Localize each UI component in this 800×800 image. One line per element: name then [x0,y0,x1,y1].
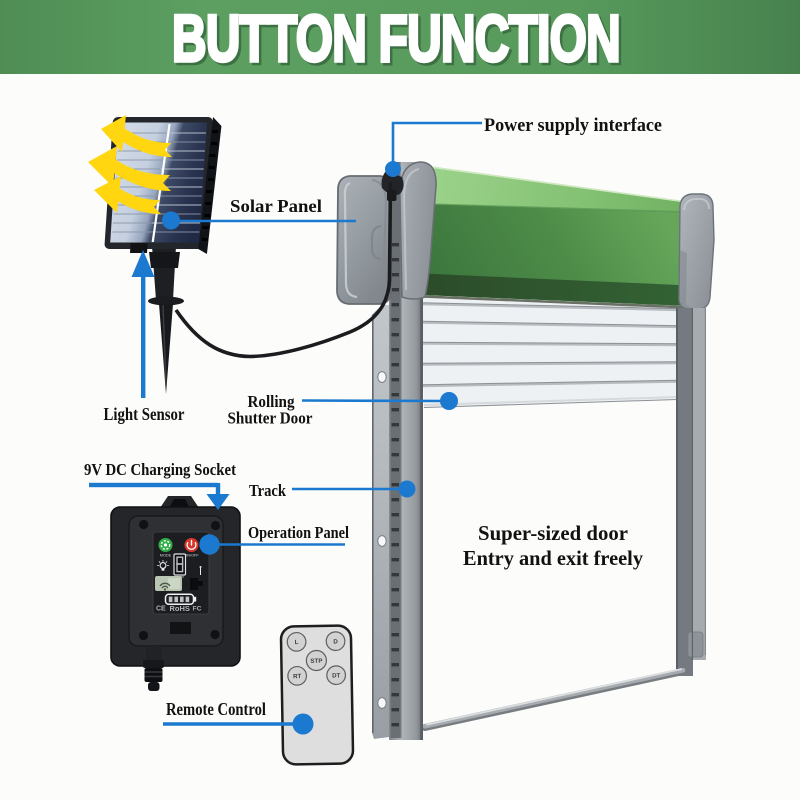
svg-text:CE: CE [156,606,166,613]
svg-text:L: L [295,639,299,646]
svg-text:Power supply interface: Power supply interface [484,116,662,136]
svg-text:MODE: MODE [160,554,172,558]
svg-text:D: D [333,638,338,645]
svg-text:Entry and exit freely: Entry and exit freely [463,546,643,570]
svg-text:RoHS: RoHS [170,604,190,613]
svg-text:Track: Track [249,481,287,500]
svg-text:ON/OFF: ON/OFF [184,554,199,558]
svg-text:9V DC Charging Socket: 9V DC Charging Socket [84,460,236,479]
svg-text:Solar Panel: Solar Panel [230,196,322,216]
svg-text:STP: STP [310,658,322,665]
svg-text:Super-sized door: Super-sized door [478,521,628,545]
svg-text:RT: RT [293,673,302,680]
svg-text:Rolling: Rolling [248,392,295,411]
svg-text:Remote Control: Remote Control [166,699,266,719]
svg-text:Light Sensor: Light Sensor [104,404,185,424]
svg-text:DT: DT [332,672,341,679]
svg-text:BUTTON FUNCTION: BUTTON FUNCTION [172,1,620,75]
svg-text:Operation Panel: Operation Panel [248,523,349,542]
svg-text:Shutter Door: Shutter Door [228,409,313,428]
svg-text:FC: FC [193,606,202,613]
svg-text:BUTTON FUNCTION: BUTTON FUNCTION [175,4,623,78]
